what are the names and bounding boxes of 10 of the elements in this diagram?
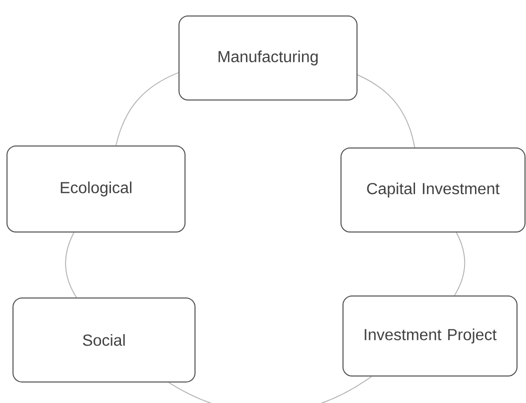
connector-arc bbox=[168, 376, 372, 403]
connector-arc bbox=[116, 72, 179, 146]
rounded-box: Capital Investment bbox=[340, 147, 526, 232]
connector-arc bbox=[454, 232, 466, 296]
rounded-box: Ecological bbox=[6, 145, 186, 232]
connector-arc bbox=[65, 232, 77, 298]
rounded-box: Investment Project bbox=[342, 295, 518, 376]
rounded-box: Social bbox=[12, 298, 196, 382]
connector-arc bbox=[357, 74, 416, 148]
rounded-box: Manufacturing bbox=[178, 16, 358, 100]
